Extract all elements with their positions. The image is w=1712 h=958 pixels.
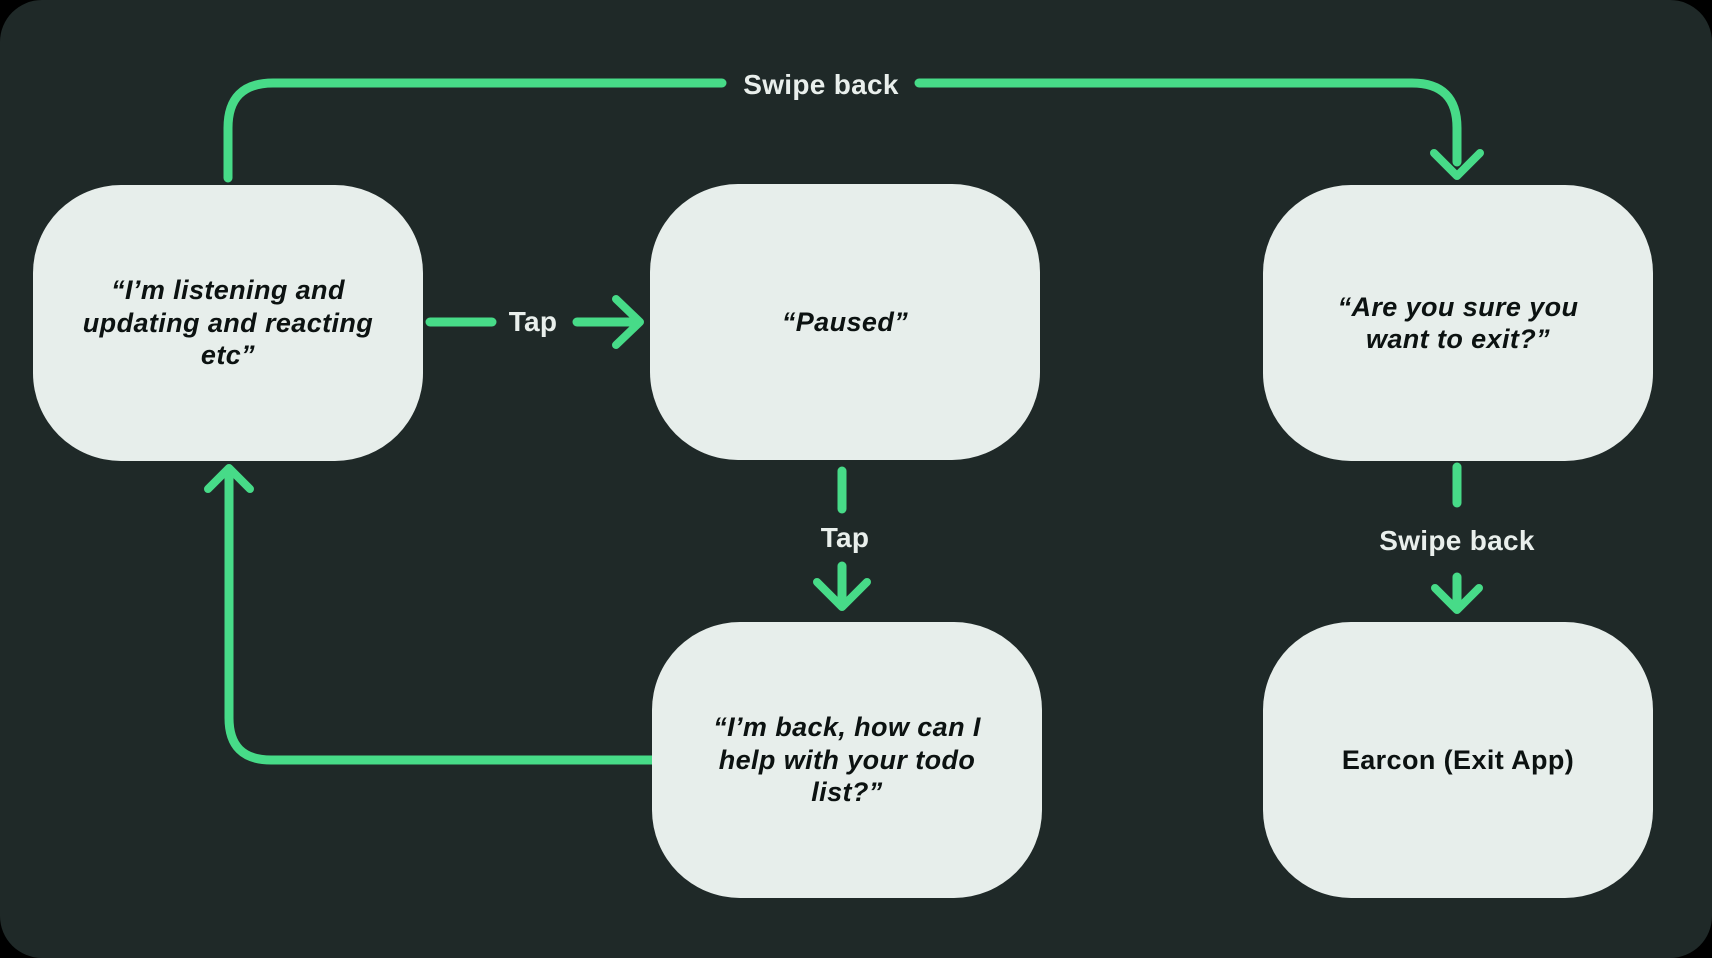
node-listening: “I’m listening and updating and reacting… [33, 185, 423, 461]
edge-swipe-back-top-right-segment [914, 78, 1462, 167]
node-confirm-exit: “Are you sure you want to exit?” [1263, 185, 1653, 461]
node-paused: “Paused” [650, 184, 1040, 460]
arrowhead-down-into-back-helping [813, 578, 871, 611]
arrowhead-down-into-confirm-exit [1430, 149, 1484, 180]
node-back-helping: “I’m back, how can I help with your todo… [652, 622, 1042, 898]
arrowhead-down-into-earcon [1431, 584, 1483, 614]
edge-loop-back-segment [224, 468, 657, 765]
node-earcon-exit: Earcon (Exit App) [1263, 622, 1653, 898]
arrowhead-up-into-listening [204, 464, 254, 493]
edge-label-swipe-back-bottom: Swipe back [1379, 525, 1535, 556]
edge-swipe-back-top-left-segment [223, 78, 727, 183]
edge-label-tap-horizontal: Tap [508, 306, 558, 337]
edge-label-swipe-back-top: Swipe back [743, 69, 899, 100]
edge-label-tap-vertical: Tap [820, 522, 870, 553]
arrowhead-right-into-paused [612, 295, 644, 349]
